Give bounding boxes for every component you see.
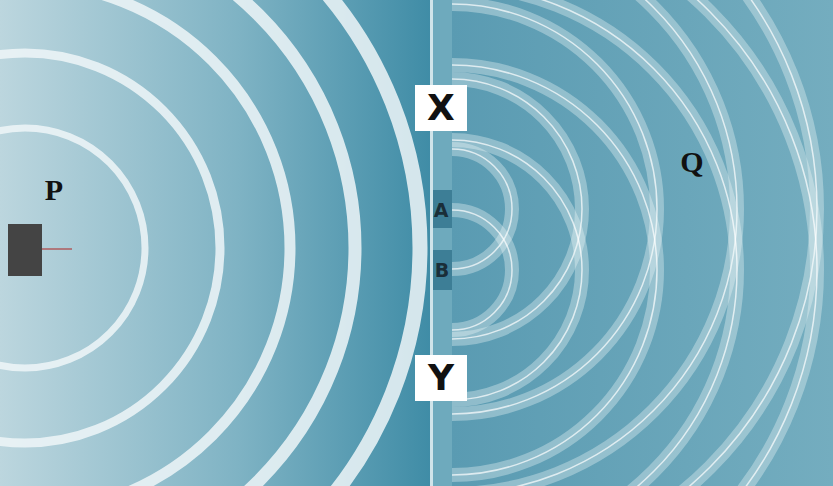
source-pointer — [42, 248, 72, 249]
diffracted-wavefront — [452, 65, 657, 475]
slit-label: B — [435, 261, 449, 280]
wavefront — [0, 128, 145, 368]
barrier-end-letter: Y — [428, 360, 454, 396]
diffracted-wavefront — [452, 0, 737, 486]
wavefront-line — [452, 65, 657, 475]
slit-b — [433, 250, 452, 290]
barrier — [430, 0, 452, 486]
wavefront-line — [452, 0, 817, 486]
slit-marker-box: Y — [415, 355, 467, 401]
slit-marker-box: X — [415, 85, 467, 131]
barrier-edge — [430, 0, 433, 486]
incident-wavefronts — [0, 0, 420, 486]
source-label: P — [45, 175, 63, 205]
wavefront-line — [452, 210, 512, 330]
diffracted-wavefronts — [452, 0, 817, 486]
barrier-end-letter: X — [427, 90, 455, 126]
wavefront — [0, 0, 290, 486]
wave-source — [8, 224, 42, 276]
slit-label: A — [434, 201, 449, 220]
diffracted-wavefront — [452, 210, 512, 330]
slit-a — [433, 190, 452, 228]
wavefront-line — [452, 0, 737, 486]
wavefront — [0, 0, 420, 486]
wavefront-line — [452, 140, 582, 400]
diffracted-wavefront — [452, 140, 582, 400]
diffracted-wavefront — [452, 0, 817, 486]
wavefront — [0, 0, 355, 486]
wavefront — [0, 53, 220, 443]
point-label: Q — [680, 147, 703, 177]
